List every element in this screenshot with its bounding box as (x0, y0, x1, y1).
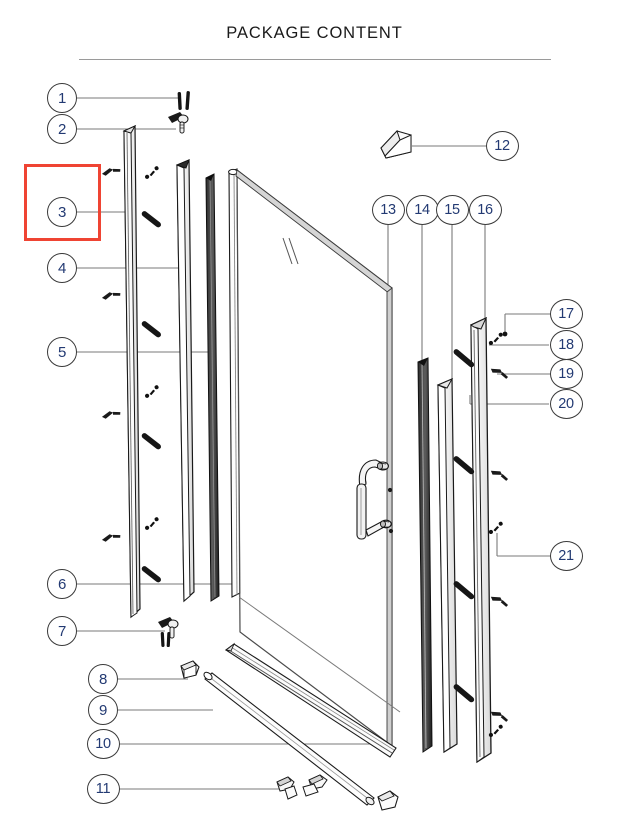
callout-21[interactable]: 21 (549, 541, 583, 571)
callout-1[interactable]: 1 (47, 83, 77, 113)
callout-20[interactable]: 20 (549, 389, 583, 419)
callout-18[interactable]: 18 (549, 330, 583, 360)
highlight-box-callout-3 (24, 164, 101, 241)
callout-2[interactable]: 2 (47, 114, 77, 144)
handle-boss-upper (376, 461, 389, 471)
handle-screw-lower (388, 528, 394, 534)
callout-label: 1 (57, 89, 67, 107)
callout-label: 16 (477, 202, 493, 218)
callout-3[interactable]: 3 (47, 197, 77, 227)
callout-label: 13 (380, 202, 396, 218)
wedge-shim (380, 130, 412, 159)
clip-right (302, 774, 328, 797)
callout-label: 11 (95, 781, 111, 797)
callout-label: 18 (558, 337, 574, 353)
screw-with-anchor (168, 112, 189, 134)
glass-shine-marks (282, 237, 299, 265)
callout-label: 9 (98, 701, 108, 719)
small-pin-17 (502, 331, 508, 337)
end-cap-bottom-right (377, 790, 399, 811)
pin-set (177, 91, 190, 111)
callout-16[interactable]: 16 (468, 195, 502, 225)
callout-label: 5 (57, 343, 67, 361)
callout-label: 4 (57, 259, 67, 277)
callout-13[interactable]: 13 (371, 195, 405, 225)
leader-lines-right (387, 145, 551, 745)
callout-label: 3 (57, 203, 67, 221)
callout-5[interactable]: 5 (47, 337, 77, 367)
callout-4[interactable]: 4 (47, 253, 77, 283)
callout-label: 2 (57, 120, 67, 138)
profile-right-inner (417, 357, 433, 753)
callout-7[interactable]: 7 (47, 616, 77, 646)
callout-14[interactable]: 14 (405, 195, 439, 225)
callout-19[interactable]: 19 (549, 359, 583, 389)
callout-label: 7 (57, 622, 67, 640)
callout-12[interactable]: 12 (485, 131, 519, 161)
profile-right-outer (469, 316, 492, 764)
end-cap-8 (180, 660, 200, 679)
profile-right-mid (436, 377, 458, 754)
callout-17[interactable]: 17 (549, 299, 583, 329)
title-divider (79, 59, 551, 60)
callout-label: 17 (558, 306, 574, 322)
screw-pin-pack (158, 617, 179, 648)
callout-label: 20 (558, 396, 574, 412)
door-handle (356, 459, 394, 540)
callout-label: 6 (57, 575, 67, 593)
bottom-rail-round (203, 671, 375, 806)
profile-left-outer (122, 124, 141, 619)
callout-10[interactable]: 10 (86, 729, 120, 759)
callout-label: 21 (558, 548, 574, 564)
handle-screw-upper (387, 487, 393, 493)
glass-door-panel (235, 168, 393, 748)
callout-label: 12 (494, 138, 510, 154)
profile-left-second (175, 159, 195, 603)
callout-label: 15 (444, 202, 460, 218)
callout-6[interactable]: 6 (47, 569, 77, 599)
callout-11[interactable]: 11 (86, 774, 120, 804)
callout-label: 8 (98, 670, 108, 688)
callout-9[interactable]: 9 (88, 695, 118, 725)
seal-strip-vertical (205, 173, 220, 602)
callout-label: 10 (95, 736, 111, 752)
callout-15[interactable]: 15 (435, 195, 469, 225)
handle-boss-lower (380, 519, 392, 529)
bottom-seal-rail (224, 642, 397, 758)
left-fastener-cluster (101, 165, 161, 583)
page-title: PACKAGE CONTENT (226, 24, 403, 42)
callout-8[interactable]: 8 (88, 664, 118, 694)
right-fastener-cluster (453, 331, 510, 738)
clip-left (276, 776, 298, 800)
callout-label: 14 (414, 202, 430, 218)
callout-label: 19 (558, 366, 574, 382)
